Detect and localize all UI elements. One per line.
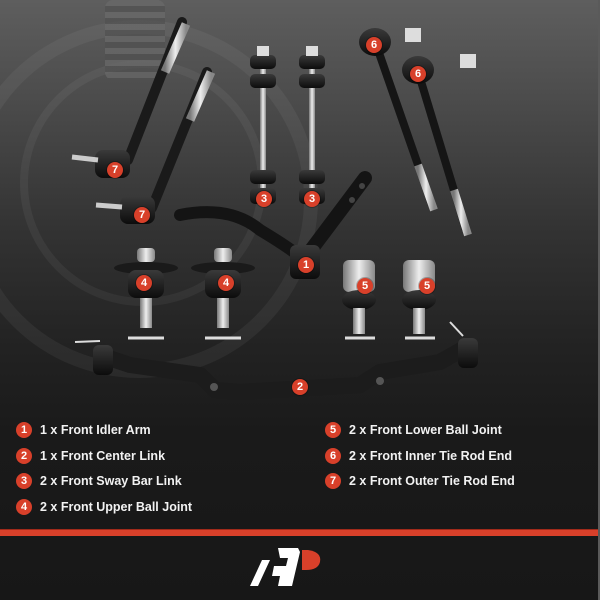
legend-label: 2 x Front Upper Ball Joint xyxy=(40,499,193,514)
legend-label: 2 x Front Lower Ball Joint xyxy=(349,423,502,437)
sway-bar-link-2 xyxy=(299,46,325,204)
part-badge: 2 xyxy=(292,379,308,395)
legend-item: 2 1 x Front Center Link xyxy=(16,447,192,464)
legend-label: 2 x Front Sway Bar Link xyxy=(40,474,182,488)
upper-ball-joint-1 xyxy=(114,248,178,340)
legend-number-badge: 7 xyxy=(325,473,341,489)
part-badge: 7 xyxy=(134,207,150,223)
legend-label: 1 x Front Center Link xyxy=(40,448,166,463)
part-badge: 6 xyxy=(366,37,382,53)
part-badge: 6 xyxy=(410,66,426,82)
part-badge: 5 xyxy=(419,278,435,294)
part-badge: 3 xyxy=(304,191,320,207)
suspension-parts-illustration xyxy=(71,22,478,400)
accent-stripe xyxy=(0,529,598,536)
legend-label: 2 x Front Outer Tie Rod End xyxy=(349,474,515,488)
upper-ball-joint-2 xyxy=(191,248,255,340)
background-coil-spring xyxy=(105,0,165,80)
legend-label: 2 x Front Inner Tie Rod End xyxy=(349,448,512,463)
legend-number-badge: 4 xyxy=(16,498,32,515)
lower-ball-joint-1 xyxy=(342,260,376,340)
part-badge: 1 xyxy=(298,257,314,273)
center-link xyxy=(74,321,478,400)
legend-item: 4 2 x Front Upper Ball Joint xyxy=(16,498,193,515)
legend-number-badge: 2 xyxy=(16,447,32,464)
legend-item: 6 2 x Front Inner Tie Rod End xyxy=(325,447,515,464)
parts-legend-right: 5 2 x Front Lower Ball Joint 6 2 x Front… xyxy=(325,422,515,499)
parts-legend-left: 1 1 x Front Idler Arm 2 1 x Front Center… xyxy=(16,422,192,524)
idler-arm xyxy=(174,171,372,279)
legend-item: 7 2 x Front Outer Tie Rod End xyxy=(325,473,515,489)
legend-item: 3 2 x Front Sway Bar Link xyxy=(16,473,192,489)
legend-label: 1 x Front Idler Arm xyxy=(40,423,151,437)
legend-number-badge: 6 xyxy=(325,447,341,464)
part-badge: 4 xyxy=(136,275,152,291)
part-badge: 3 xyxy=(256,191,272,207)
legend-number-badge: 1 xyxy=(16,422,32,438)
legend-item: 1 1 x Front Idler Arm xyxy=(16,422,192,438)
part-badge: 7 xyxy=(107,162,123,178)
image-edge xyxy=(598,0,600,600)
part-badge: 5 xyxy=(357,278,373,294)
lower-ball-joint-2 xyxy=(402,260,436,340)
legend-number-badge: 3 xyxy=(16,473,32,489)
brand-logo-icon xyxy=(250,548,321,586)
legend-number-badge: 5 xyxy=(325,422,341,438)
inner-tie-rod-end-1 xyxy=(359,28,438,212)
legend-item: 5 2 x Front Lower Ball Joint xyxy=(325,422,515,438)
sway-bar-link-1 xyxy=(250,46,276,204)
part-badge: 4 xyxy=(218,275,234,291)
